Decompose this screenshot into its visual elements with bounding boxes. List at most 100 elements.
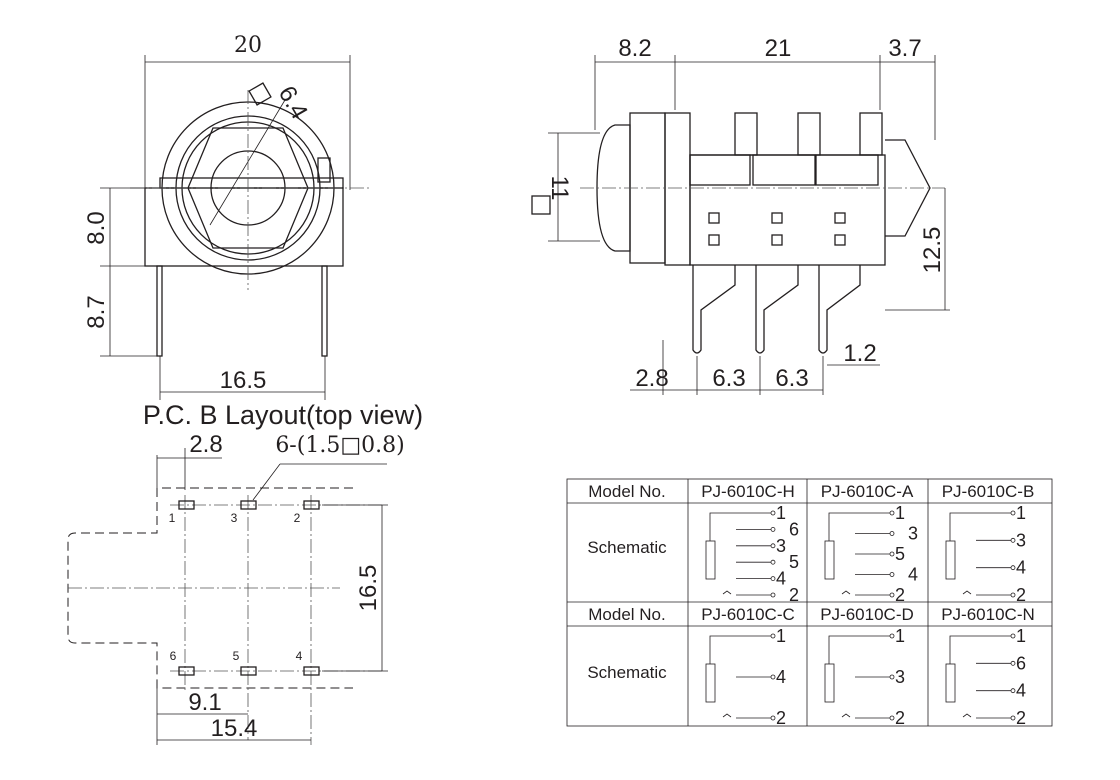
- spring-icon: [722, 590, 732, 595]
- terminal: [770, 674, 776, 680]
- model-name: PJ-6010C-D: [820, 605, 914, 624]
- pin-label: 3: [908, 524, 918, 544]
- side-view: 8.2 21 3.7 11 12.5 2.8 6.3 6.3 1.2: [531, 35, 950, 395]
- terminal: [889, 592, 895, 598]
- tip-lead: [709, 512, 771, 541]
- tip-lead: [828, 635, 890, 664]
- pin-label: 4: [908, 565, 918, 585]
- pcb-pin-4: 4: [296, 649, 303, 663]
- terminal: [1010, 510, 1016, 516]
- pin-label: 2: [776, 708, 786, 728]
- dim-first-pin: 2.8: [635, 365, 668, 392]
- terminal: [770, 633, 776, 639]
- pin-label: 5: [895, 544, 905, 564]
- dim-hex: 6.4: [273, 82, 313, 124]
- front-view: 20 6.4 8.0 8.7 16.5: [83, 33, 370, 400]
- pcb-pin-1: 1: [169, 511, 176, 525]
- schematic-label: Schematic: [587, 663, 667, 682]
- terminal: [889, 674, 895, 680]
- spring-icon: [962, 590, 972, 595]
- hole-spec: 6-(1.5□0.8): [275, 433, 404, 458]
- pcb-pin-3: 3: [231, 511, 238, 525]
- pin-label: 3: [1016, 530, 1026, 550]
- pcb-pin-5: 5: [233, 649, 240, 663]
- jack-body: [705, 540, 716, 580]
- pin-label: 2: [1016, 585, 1026, 605]
- terminal: [889, 633, 895, 639]
- dim-row-spacing: 16.5: [355, 565, 382, 612]
- pin-label: 4: [776, 667, 786, 687]
- tip-lead: [709, 635, 771, 664]
- dim-flange: 8.2: [618, 35, 651, 62]
- schematic-label: Schematic: [587, 538, 667, 557]
- jack-body: [824, 540, 835, 580]
- pin-label: 1: [1016, 503, 1026, 523]
- jack-body: [705, 663, 716, 703]
- spring-icon: [722, 713, 732, 718]
- pcb-pin-2: 2: [294, 511, 301, 525]
- pin-label: 2: [789, 585, 799, 605]
- terminal: [889, 531, 895, 536]
- pin-label: 4: [776, 569, 786, 589]
- dim-nose: 3.7: [888, 35, 921, 62]
- terminal: [1010, 715, 1016, 721]
- terminal: [889, 715, 895, 721]
- model-name: PJ-6010C-C: [701, 605, 795, 624]
- pin-label: 1: [895, 626, 905, 646]
- dim-height: 12.5: [919, 227, 946, 274]
- spring-icon: [841, 713, 851, 718]
- spring-icon: [841, 590, 851, 595]
- pin-label: 1: [895, 503, 905, 523]
- tip-lead: [949, 635, 1011, 664]
- terminal: [889, 510, 895, 516]
- terminal: [1010, 633, 1016, 639]
- terminal: [889, 572, 895, 577]
- dim-body: 21: [765, 35, 792, 62]
- terminal: [889, 551, 895, 557]
- model-name: PJ-6010C-N: [941, 605, 1035, 624]
- model-label: Model No.: [588, 605, 665, 624]
- tip-lead: [949, 512, 1011, 541]
- terminal: [770, 543, 776, 549]
- pin-label: 2: [895, 585, 905, 605]
- pin-label: 1: [1016, 626, 1026, 646]
- jack-body: [824, 663, 835, 703]
- pin-label: 5: [789, 552, 799, 572]
- model-name: PJ-6010C-A: [821, 482, 914, 501]
- model-name: PJ-6010C-H: [701, 482, 795, 501]
- pin-label: 6: [789, 519, 799, 539]
- terminal: [1010, 688, 1016, 694]
- terminal: [1010, 660, 1016, 666]
- jack-body: [945, 663, 956, 703]
- terminal: [770, 576, 776, 581]
- spring-icon: [962, 713, 972, 718]
- dim-pin-width: 1.2: [843, 340, 876, 367]
- model-name: PJ-6010C-B: [942, 482, 1035, 501]
- terminal: [770, 559, 776, 565]
- pin-label: 2: [1016, 708, 1026, 728]
- jack-body: [945, 540, 956, 580]
- pin-label: 3: [895, 667, 905, 687]
- dim-pin-span: 16.5: [220, 367, 267, 394]
- terminal: [1010, 592, 1016, 598]
- tip-lead: [828, 512, 890, 541]
- pin-label: 3: [776, 536, 786, 556]
- pin-label: 4: [1016, 558, 1026, 578]
- pcb-title: P.C. B Layout(top view): [143, 400, 423, 430]
- terminal: [1010, 537, 1016, 543]
- terminal: [770, 527, 776, 532]
- terminal: [1010, 565, 1016, 571]
- dim-pitch-2: 6.3: [775, 365, 808, 392]
- dim-total: 15.4: [211, 715, 258, 742]
- pcb-pin-6: 6: [170, 649, 177, 663]
- pin-label: 6: [1016, 653, 1026, 673]
- pin-label: 2: [895, 708, 905, 728]
- model-table: Model No. Schematic Model No. Schematic …: [566, 478, 1053, 728]
- terminal: [770, 592, 776, 598]
- pin-label: 4: [1016, 681, 1026, 701]
- dim-pcb-offset: 2.8: [189, 431, 222, 458]
- terminal: [770, 510, 776, 516]
- pcb-layout: P.C. B Layout(top view) 2.8 6-(1.5□0.8) …: [67, 400, 423, 745]
- model-label: Model No.: [588, 482, 665, 501]
